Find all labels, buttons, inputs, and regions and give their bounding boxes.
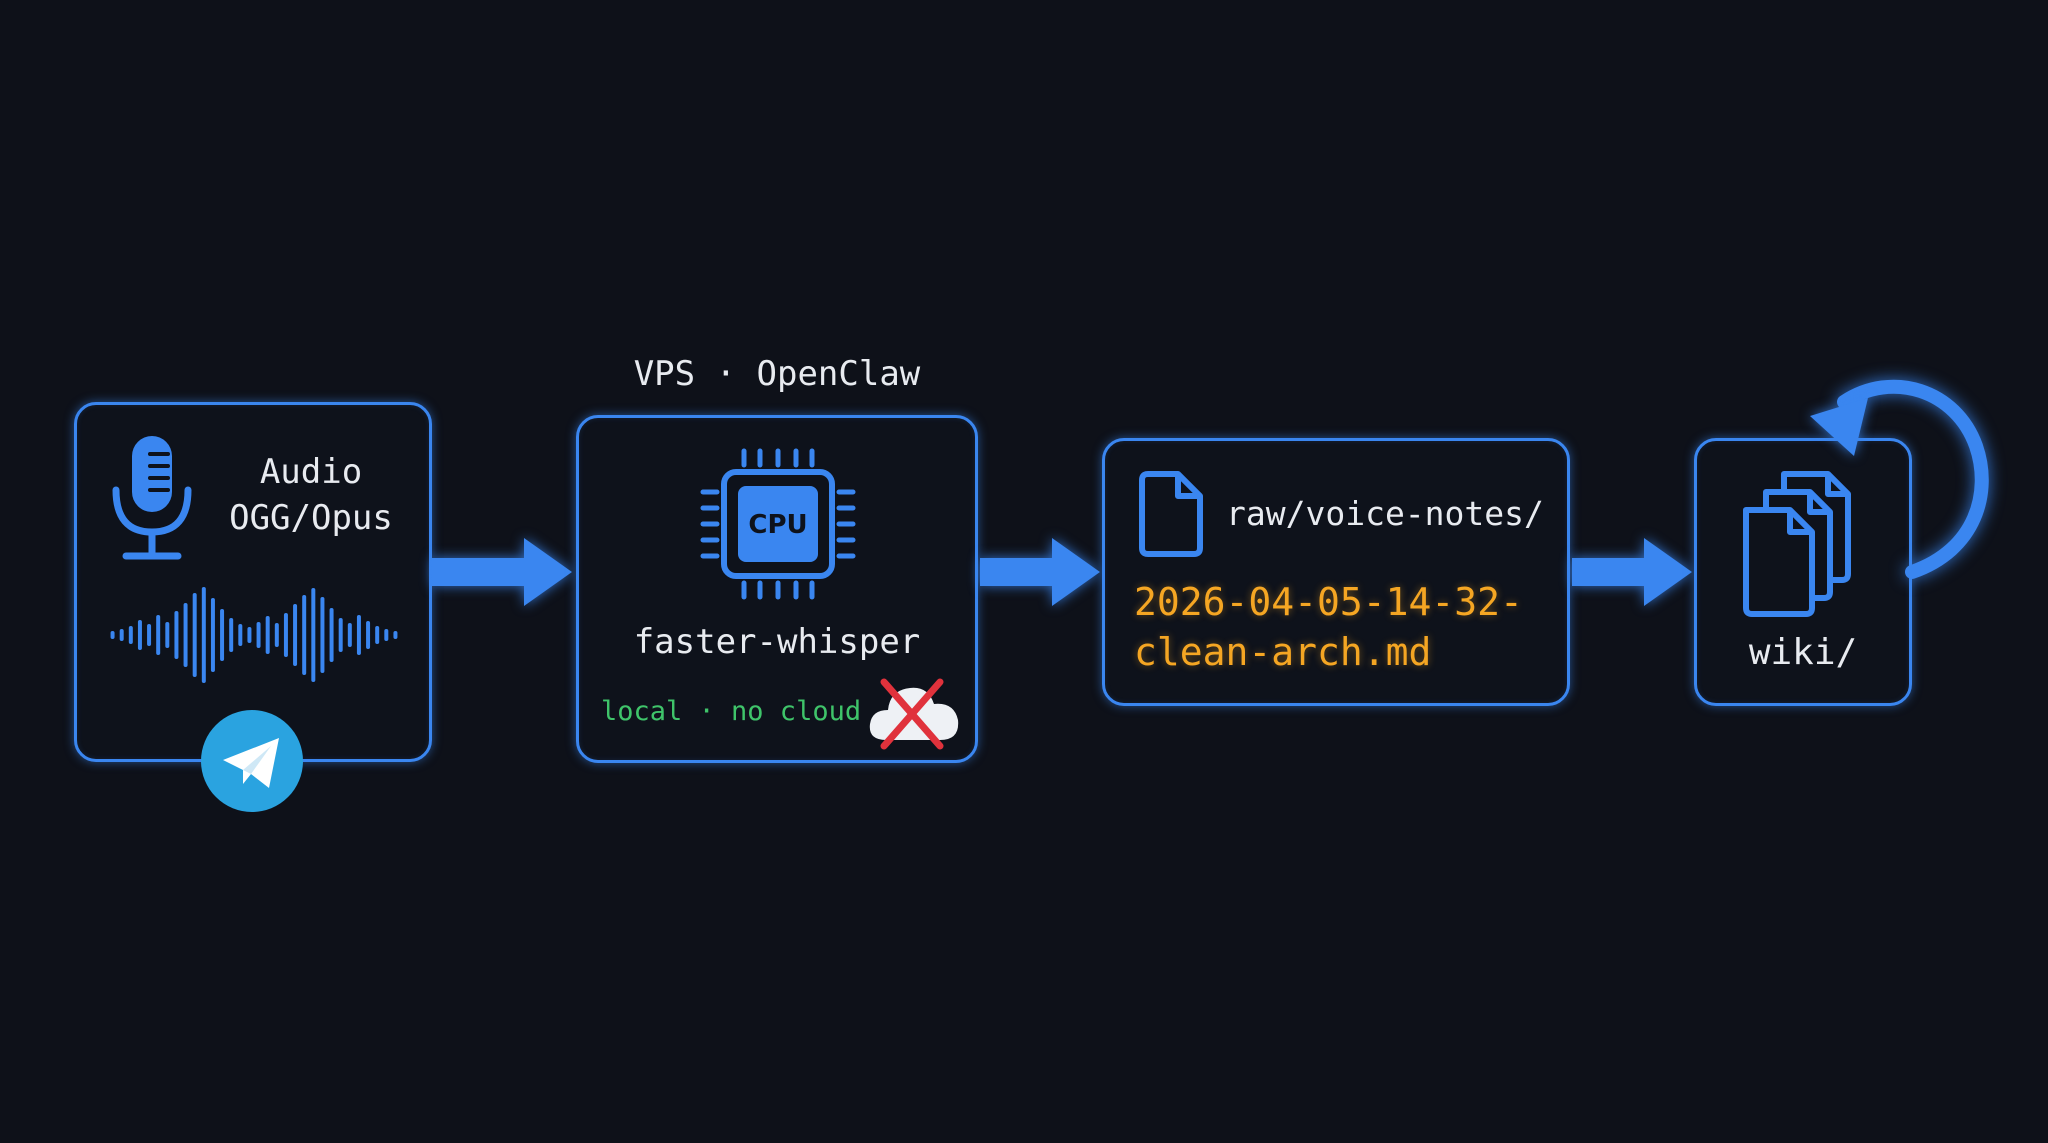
loop-arrow-icon — [1810, 379, 1989, 579]
arrow-whisper-to-raw — [980, 538, 1100, 606]
audio-label: Audio — [259, 452, 363, 492]
arrow-raw-to-wiki — [1572, 538, 1692, 606]
microphone-icon — [112, 436, 192, 560]
waveform-icon — [110, 587, 398, 683]
vps-header: VPS · OpenClaw — [633, 354, 921, 394]
file-icon — [1139, 471, 1203, 557]
local-note: local · no cloud — [601, 696, 862, 727]
audio-format-label: OGG/Opus — [229, 498, 393, 538]
whisper-name: faster-whisper — [633, 622, 921, 662]
wiki-label: wiki/ — [1748, 632, 1858, 673]
documents-stack-icon — [1743, 471, 1851, 617]
cpu-label: CPU — [748, 510, 807, 540]
file-name-line1: 2026-04-05-14-32- — [1134, 580, 1523, 624]
file-name-line2: clean-arch.md — [1134, 630, 1432, 674]
raw-path: raw/voice-notes/ — [1226, 494, 1544, 533]
no-cloud-icon — [869, 678, 959, 750]
cpu-icon: CPU — [700, 448, 856, 600]
arrow-audio-to-whisper — [432, 538, 572, 606]
telegram-icon — [201, 710, 303, 812]
